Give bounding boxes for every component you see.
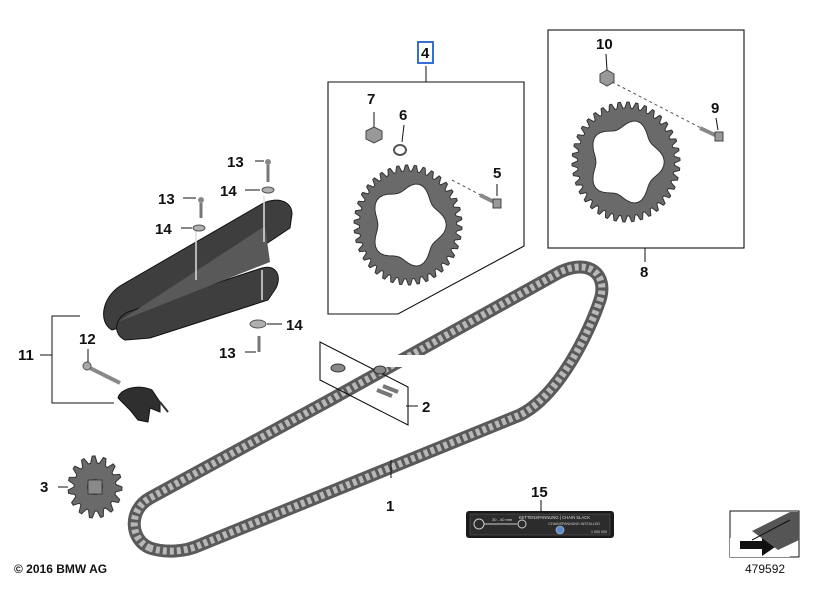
callout-6: 6 bbox=[399, 107, 407, 124]
view-navigation-icon[interactable] bbox=[729, 510, 800, 558]
master-link-panel bbox=[319, 341, 409, 426]
callout-12: 12 bbox=[79, 331, 96, 348]
callout-4[interactable]: 4 bbox=[421, 45, 430, 62]
label-plate-range: 30 - 40 mm bbox=[492, 517, 513, 522]
leader-lines bbox=[40, 53, 719, 512]
callout-14-mid: 14 bbox=[155, 221, 172, 238]
label-plate-code: 1 000 000 bbox=[591, 530, 607, 534]
callout-8: 8 bbox=[640, 264, 648, 281]
callout-5: 5 bbox=[493, 165, 501, 182]
callout-10: 10 bbox=[596, 36, 613, 53]
rear-sprocket-4 bbox=[353, 164, 463, 286]
callout-15: 15 bbox=[531, 484, 548, 501]
slider-fasteners bbox=[192, 159, 275, 352]
drive-chain bbox=[127, 260, 609, 558]
callout-3: 3 bbox=[40, 479, 48, 496]
callout-14-top: 14 bbox=[220, 183, 237, 200]
callout-9: 9 bbox=[711, 100, 719, 117]
callouts: 1 2 3 4 5 6 7 8 9 10 11 12 13 13 13 14 1… bbox=[18, 36, 719, 515]
callout-11: 11 bbox=[18, 347, 34, 364]
diagram-number: 479592 bbox=[745, 562, 786, 576]
chain-slider bbox=[103, 196, 293, 341]
callout-13-mid: 13 bbox=[158, 191, 175, 208]
sprocket-4-box bbox=[327, 81, 525, 315]
front-sprocket-3 bbox=[67, 455, 123, 519]
callout-1: 1 bbox=[386, 498, 394, 515]
callout-7: 7 bbox=[367, 91, 375, 108]
label-plate-subtitle: CHAINSPANNUNG INSTALLED bbox=[548, 522, 600, 526]
callout-4-highlight bbox=[417, 41, 434, 64]
label-plate-title: KETTENSPANNUNG | CHAIN SLACK bbox=[519, 515, 590, 520]
callout-2: 2 bbox=[422, 399, 430, 416]
chain-guard-11 bbox=[82, 361, 169, 423]
sprocket-8-box bbox=[547, 29, 745, 249]
callout-13-bottom: 13 bbox=[219, 345, 236, 362]
chain-slack-label-plate: KETTENSPANNUNG | CHAIN SLACK CHAINSPANNU… bbox=[466, 511, 614, 538]
callout-14-bottom: 14 bbox=[286, 317, 303, 334]
rear-sprocket-8 bbox=[571, 101, 681, 223]
copyright-notice: © 2016 BMW AG bbox=[14, 562, 108, 576]
callout-13-top: 13 bbox=[227, 154, 244, 171]
